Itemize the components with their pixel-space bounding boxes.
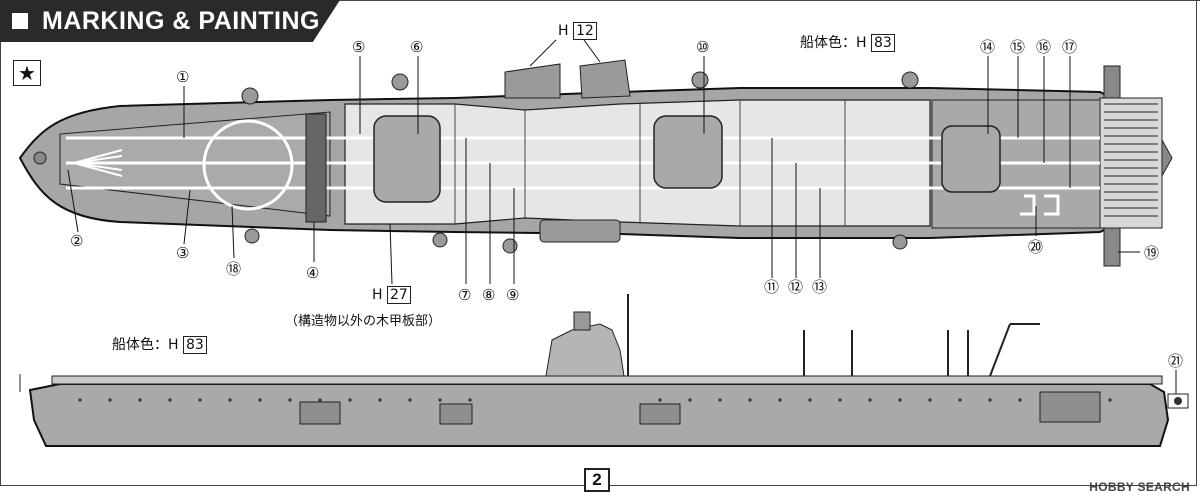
callout-18: ⑱: [226, 260, 242, 278]
callout-17: ⑰: [1062, 38, 1078, 56]
callout-15: ⑮: [1010, 38, 1026, 56]
hull-color-side-label: 船体色：H 83: [112, 334, 207, 354]
callout-8: ⑧: [482, 286, 496, 304]
callout-21: ㉑: [1168, 352, 1184, 370]
hull-color-side-code: 83: [182, 336, 207, 354]
callout-20: ⑳: [1028, 238, 1044, 256]
top-view-ship: [18, 59, 1173, 267]
callout-16: ⑯: [1036, 38, 1052, 56]
callout-3: ③: [176, 244, 190, 262]
section-header: MARKING & PAINTING: [0, 0, 340, 42]
callout-12: ⑫: [788, 278, 804, 296]
callout-19: ⑲: [1144, 244, 1160, 262]
callout-14: ⑭: [980, 38, 996, 56]
h12-label: H 12: [558, 22, 597, 40]
callout-5: ⑤: [352, 38, 366, 56]
callout-2: ②: [70, 232, 84, 250]
page-number: 2: [584, 468, 610, 492]
header-square-icon: [12, 13, 28, 29]
callout-6: ⑥: [410, 38, 424, 56]
h12-code: 12: [572, 22, 597, 40]
callout-11: ⑪: [764, 278, 780, 296]
callout-7: ⑦: [458, 286, 472, 304]
section-title: MARKING & PAINTING: [42, 6, 320, 35]
callout-13: ⑬: [812, 278, 828, 296]
side-view-ship: [19, 294, 1189, 447]
hull-color-top-label: 船体色：H 83: [800, 32, 895, 52]
watermark: HOBBY SEARCH: [1089, 480, 1190, 494]
deck-color-note: （構造物以外の木甲板部）: [285, 314, 442, 329]
hull-color-top-code: 83: [870, 34, 895, 52]
callout-9: ⑨: [506, 286, 520, 304]
callout-4: ④: [306, 264, 320, 282]
leader-lines: [67, 39, 1177, 394]
callout-1: ①: [176, 68, 190, 86]
top-border: [340, 0, 1200, 1]
callout-10: ⑩: [696, 38, 710, 56]
star-emblem-icon: ★: [13, 60, 41, 86]
deck-color-label: H 27: [372, 286, 411, 304]
deck-color-code: 27: [386, 286, 411, 304]
